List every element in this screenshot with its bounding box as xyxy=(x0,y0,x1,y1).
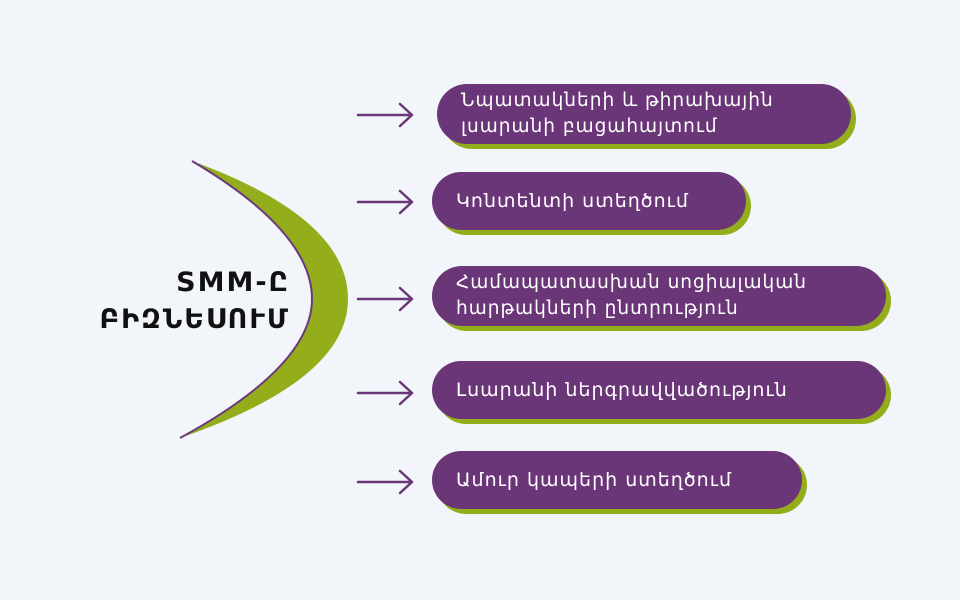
step-item-1: Նպատակների և թիրախային լսարանի բացահայտո… xyxy=(437,84,856,149)
arrow-icon-4 xyxy=(356,380,414,406)
step-item-3: Համապատասխան սոցիալական հարթակների ընտրո… xyxy=(432,266,891,331)
arrow-icon-1 xyxy=(356,102,414,128)
title-line-2: ԲԻԶՆԵՍՈՒՄ xyxy=(99,304,290,335)
title-line-1: SMM-Ը xyxy=(176,267,290,298)
step-item-5: Ամուր կապերի ստեղծում xyxy=(432,451,807,514)
arrow-icon-2 xyxy=(356,189,414,215)
step-item-2: Կոնտենտի ստեղծում xyxy=(432,172,751,235)
arrow-icon-5 xyxy=(356,469,414,495)
step-pill: Համապատասխան սոցիալական հարթակների ընտրո… xyxy=(432,266,886,326)
step-text-line-2: հարթակների ընտրություն xyxy=(456,298,739,319)
step-pill: Կոնտենտի ստեղծում xyxy=(432,172,746,230)
diagram-title: SMM-Ը ԲԻԶՆԵՍՈՒՄ xyxy=(99,264,290,338)
step-pill: Նպատակների և թիրախային լսարանի բացահայտո… xyxy=(437,84,851,144)
step-pill: Լսարանի ներգրավվածություն xyxy=(432,361,886,419)
step-text-line-1: Ամուր կապերի ստեղծում xyxy=(456,469,733,491)
step-text-line-1: Կոնտենտի ստեղծում xyxy=(456,190,689,212)
crescent-fill xyxy=(180,161,348,438)
step-pill: Ամուր կապերի ստեղծում xyxy=(432,451,802,509)
step-item-4: Լսարանի ներգրավվածություն xyxy=(432,361,891,424)
step-text-line-2: լսարանի բացահայտում xyxy=(461,116,718,137)
step-text-line-1: Նպատակների և թիրախային xyxy=(461,90,774,111)
step-text-line-1: Համապատասխան սոցիալական xyxy=(456,272,807,293)
arrow-icon-3 xyxy=(356,286,414,312)
step-text-line-1: Լսարանի ներգրավվածություն xyxy=(456,379,788,401)
crescent-inner-outline xyxy=(179,160,314,439)
